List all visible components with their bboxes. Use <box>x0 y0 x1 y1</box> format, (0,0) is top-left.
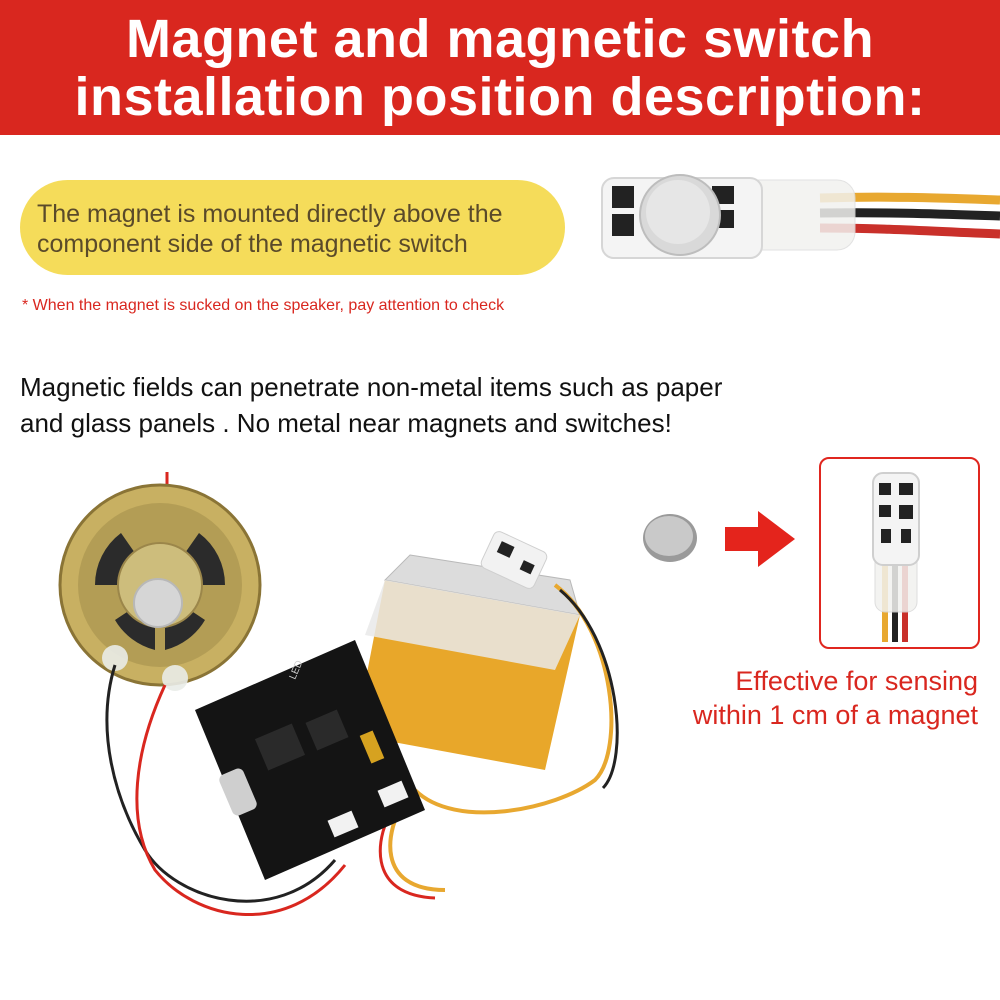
header-banner: Magnet and magnetic switch installation … <box>0 0 1000 135</box>
pcb-board: LED <box>195 640 425 880</box>
description-line-1: Magnetic fields can penetrate non-metal … <box>20 372 723 402</box>
magnet-arrow-illustration <box>643 511 795 567</box>
callout-line-2: component side of the magnetic switch <box>37 230 468 258</box>
switch-module-frame <box>819 457 980 649</box>
title-line-2: installation position description: <box>74 67 926 127</box>
battery-image <box>355 554 581 772</box>
note-text: * When the magnet is sucked on the speak… <box>22 297 505 314</box>
assembly-photo: LED <box>58 472 619 916</box>
callout-line-1: The magnet is mounted directly above the <box>37 200 503 228</box>
description-line-2: and glass panels . No metal near magnets… <box>20 408 672 438</box>
title-line-1: Magnet and magnetic switch <box>125 9 875 69</box>
switch-module-with-magnet <box>601 174 1000 259</box>
switch-module-small <box>480 531 548 589</box>
effective-line-1: Effective for sensing <box>735 666 978 696</box>
red-arrow-icon <box>725 511 795 567</box>
switch-module-vertical <box>872 472 920 642</box>
effective-line-2: within 1 cm of a magnet <box>692 700 978 730</box>
callout-pill: The magnet is mounted directly above the… <box>20 180 565 275</box>
speaker-image <box>58 483 262 691</box>
magnet-disc <box>643 514 697 562</box>
